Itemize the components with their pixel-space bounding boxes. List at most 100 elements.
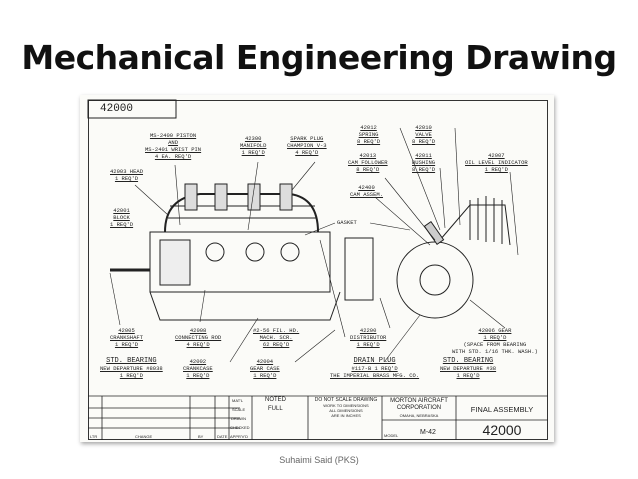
label-line: 4 REQ'D <box>295 149 319 156</box>
label-line: 1 REQ'D <box>114 341 139 348</box>
label-line: 1 REQ'D <box>356 341 380 348</box>
valve-spark <box>423 220 445 246</box>
company-name: MORTON AIRCRAFT <box>390 398 448 404</box>
label-line: DRAIN PLUG <box>353 357 396 365</box>
label-line: 42006 GEAR <box>478 327 512 334</box>
label-line: CONNECTING ROD <box>175 334 222 341</box>
label-line: BUSHING <box>412 159 436 166</box>
cam-housing <box>396 241 474 319</box>
label-line: 1 REQ'D <box>110 221 134 228</box>
label-line: #2-56 FIL. HD. <box>253 327 300 334</box>
label-line: 1 REQ'D <box>456 372 480 379</box>
label-line: 1 REQ'D <box>253 372 277 379</box>
tb-matl-label: MAT'L <box>232 398 244 403</box>
label-line: MACH. SCR. <box>259 334 293 341</box>
label-line: 42200 <box>359 327 377 334</box>
label-line: 42013 <box>359 152 377 159</box>
label-line: OIL LEVEL INDICATOR <box>465 159 528 166</box>
drawing-number-tag: 42000 <box>100 103 134 115</box>
label-line: 8 REQ'D <box>357 138 381 145</box>
slide-footer: Suhaimi Said (PKS) <box>279 455 359 465</box>
tb-scale-value: FULL <box>268 406 283 412</box>
label-line: STD. BEARING <box>442 357 494 365</box>
label-line: 42007 <box>488 152 505 159</box>
label-line: SPARK PLUG <box>290 135 324 142</box>
number-tag-box <box>87 99 177 119</box>
label-line: 42012 <box>360 124 377 131</box>
tb-ltr-label: LTR <box>90 434 98 439</box>
spark-plugs <box>184 183 293 211</box>
company-name-2: CORPORATION <box>396 405 442 411</box>
fins <box>469 196 503 244</box>
label-line: 1 REQ'D <box>114 175 139 182</box>
tb-note: DO NOT SCALE DRAWING WORK TO DIMENSIONS … <box>310 398 382 419</box>
label-mach-screw: #2-56 FIL. HD.MACH. SCR.62 REQ'D <box>253 327 299 348</box>
tb-model: M-42 <box>420 429 436 436</box>
label-line: 62 REQ'D <box>262 341 290 348</box>
label-line: 1 REQ'D <box>119 372 143 379</box>
gear-case <box>344 237 374 301</box>
label-line: SPRING <box>358 131 379 138</box>
title-block-lines <box>88 395 548 440</box>
label-line: STD. BEARING <box>106 357 157 365</box>
label-line: #117-B 1 REQ'D <box>351 365 398 372</box>
label-line: 42010 <box>415 124 432 131</box>
label-line: VALVE <box>415 131 432 138</box>
label-line: 42002 <box>189 358 207 365</box>
label-line: CHAMPION V-3 <box>287 142 327 149</box>
label-line: 4 EA. REQ'D <box>154 153 192 160</box>
tb-drawn-label: DRAWN <box>231 416 246 421</box>
label-line: NEW DEPARTURE #38 <box>440 365 497 372</box>
label-line: 1 REQ'D <box>483 334 507 341</box>
cylinder-fins <box>439 204 511 246</box>
label-line: BLOCK <box>113 214 130 221</box>
label-line: CRANKSHAFT <box>110 334 144 341</box>
label-line: 42001 <box>113 207 130 214</box>
label-line: 4 REQ'D <box>186 341 210 348</box>
label-line: GEAR CASE <box>250 365 280 372</box>
crankcase <box>149 291 341 321</box>
label-line: MANIFOLD <box>240 142 267 149</box>
label-line: CRANKCASE <box>183 365 213 372</box>
label-line: DISTRIBUTOR <box>350 334 387 341</box>
label-line: 8 REQ'D <box>412 166 436 173</box>
slide-title: Mechanical Engineering Drawing <box>21 38 617 77</box>
tb-date-label: DATE <box>217 434 228 439</box>
label-line: 1 REQ'D <box>186 372 210 379</box>
tb-matl-value: NOTED <box>265 397 286 403</box>
note-line: ALL DIMENSIONS <box>329 408 363 413</box>
note-line: WORK TO DIMENSIONS <box>323 403 369 408</box>
label-line: 42004 <box>256 358 274 365</box>
note-line: ARE IN INCHES <box>331 413 361 418</box>
label-line: 42008 <box>189 327 207 334</box>
label-line: AND <box>168 139 178 146</box>
label-line: 42003 HEAD <box>110 168 144 175</box>
label-line: 42011 <box>415 152 432 159</box>
label-line: (SPACE FROM BEARING <box>463 341 527 348</box>
drawing-frame <box>88 100 548 440</box>
label-line: GASKET <box>337 219 357 226</box>
label-line: MS-2400 PISTON <box>149 132 197 139</box>
tb-company: MORTON AIRCRAFT CORPORATION OMAHA, NEBRA… <box>382 398 456 419</box>
label-line: 8 REQ'D <box>356 166 380 173</box>
engine-block <box>149 231 331 293</box>
label-line: MS-2401 WRIST PIN <box>145 146 202 153</box>
tb-drawing-number: 42000 <box>482 422 522 438</box>
